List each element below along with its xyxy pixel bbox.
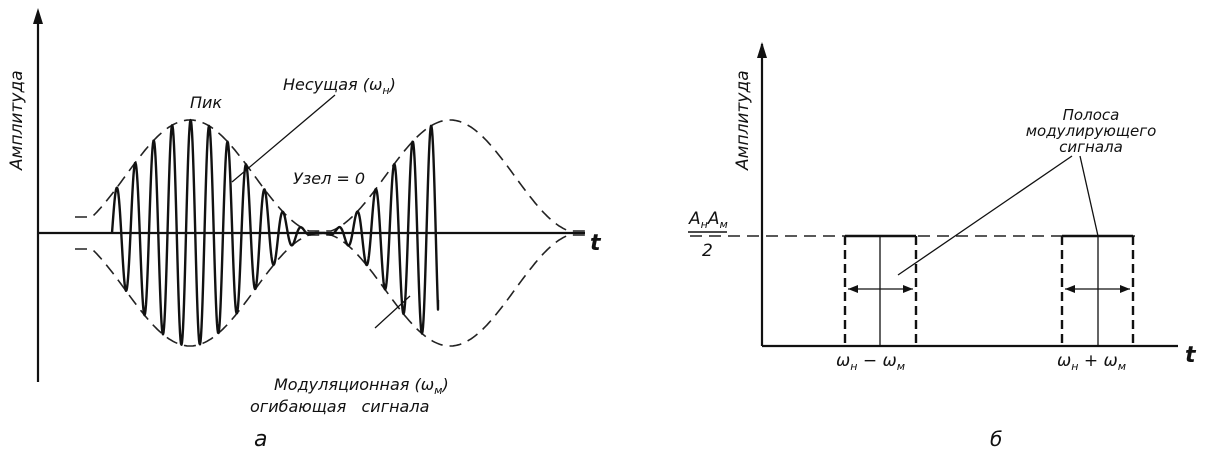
envelope-leader-line bbox=[374, 295, 411, 329]
envelope-label-line2: огибающая сигнала bbox=[250, 397, 429, 416]
peak-label: Пик bbox=[190, 93, 222, 112]
envelope-lower bbox=[75, 234, 587, 347]
band-label-line3: сигнала bbox=[1059, 138, 1123, 156]
x-tick-upper-sideband: ωн + ωм bbox=[1057, 351, 1126, 373]
carrier-label: Несущая (ωн) bbox=[283, 75, 396, 97]
diagram-b: Амплитуда t AнAм 2 Полоса модулирующего … bbox=[688, 42, 1197, 451]
caption-a: а bbox=[254, 427, 267, 452]
envelope-label-line1: Модуляционная (ωм) bbox=[274, 375, 449, 397]
envelope-upper bbox=[75, 119, 587, 232]
sideband-upper bbox=[1060, 234, 1135, 346]
y-axis-b-label: Амплитуда bbox=[733, 70, 753, 171]
level-denominator: 2 bbox=[702, 241, 713, 261]
band-leader-line-2 bbox=[1079, 155, 1099, 237]
y-axis-a-label: Амплитуда bbox=[7, 70, 27, 171]
modulated-carrier-wave bbox=[110, 118, 440, 346]
x-tick-lower-sideband: ωн − ωм bbox=[836, 351, 905, 373]
level-numerator: AнAм bbox=[688, 209, 728, 231]
y-axis-b-arrow bbox=[757, 42, 767, 58]
caption-b: б bbox=[990, 427, 1002, 451]
x-axis-b-label: t bbox=[1185, 343, 1197, 368]
x-axis-a-label: t bbox=[590, 231, 602, 256]
sideband-lower bbox=[843, 234, 918, 346]
band-leader-line-1 bbox=[897, 155, 1073, 276]
node-label: Узел = 0 bbox=[293, 169, 365, 188]
carrier-leader-line bbox=[231, 94, 336, 183]
band-label-line2: модулирующего bbox=[1026, 122, 1157, 140]
diagram-a: Амплитуда t Пик Несущая (ωн) Узел = 0 Мо… bbox=[7, 8, 602, 452]
band-label-line1: Полоса bbox=[1063, 106, 1120, 124]
y-axis-a-arrow bbox=[33, 8, 43, 24]
